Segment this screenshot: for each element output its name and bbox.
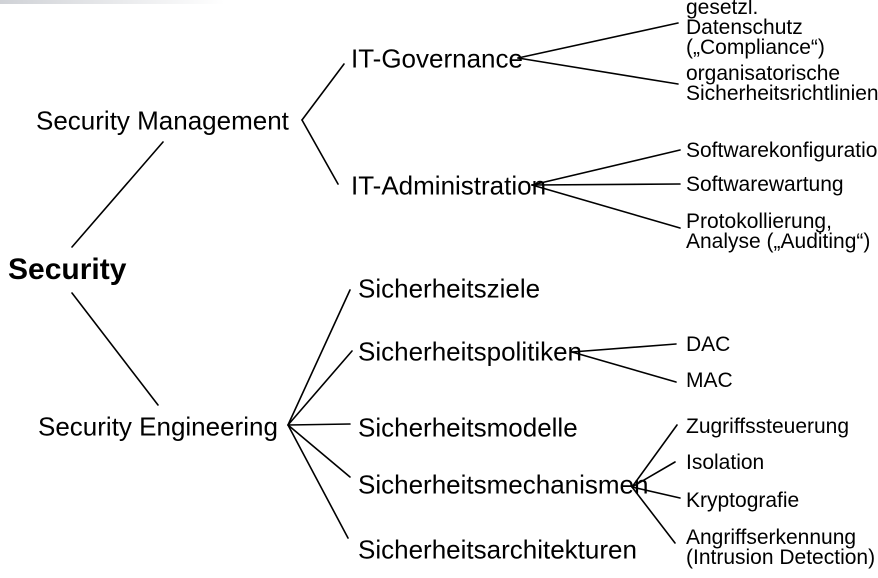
node-sicherheitsmodelle: Sicherheitsmodelle: [358, 412, 578, 443]
node-gesetzl-datenschutz-compliance: gesetzl. Datenschutz („Compliance“): [686, 0, 825, 59]
edge-mechanismen-to-angriffserkennung: [631, 486, 676, 544]
node-kryptografie: Kryptografie: [686, 489, 800, 512]
node-softwarewartung: Softwarewartung: [686, 173, 844, 196]
edge-politiken-to-dac: [571, 343, 677, 353]
node-security: Security: [8, 253, 127, 287]
node-zugriffssteuerung: Zugriffssteuerung: [686, 415, 850, 438]
node-sicherheitsmechanismen: Sicherheitsmechanismen: [358, 469, 649, 500]
node-security-management: Security Management: [36, 105, 289, 136]
edge-mechanismen-to-isolation: [631, 461, 676, 488]
node-organisatorische-sicherheitsrichtlinien: organisatorische Sicherheitsrichtlinien: [686, 62, 878, 105]
top-edge-scan-artifact: [0, 0, 225, 4]
node-it-administration: IT-Administration: [351, 170, 547, 201]
node-security-engineering: Security Engineering: [38, 411, 278, 442]
edge-engineering-to-politiken: [287, 350, 353, 426]
edge-governance-to-richtlinien: [517, 57, 679, 85]
edge-security-to-engineering: [71, 292, 159, 406]
node-isolation: Isolation: [686, 451, 765, 474]
edge-management-to-administration: [301, 119, 339, 185]
node-softwarekonfiguration: Softwarekonfiguration: [686, 139, 878, 162]
node-dac: DAC: [686, 333, 731, 356]
edge-management-to-governance: [301, 63, 345, 121]
node-sicherheitsarchitekturen: Sicherheitsarchitekturen: [358, 534, 637, 565]
edge-administration-to-wartung: [531, 183, 681, 186]
edge-engineering-to-architekturen: [287, 424, 349, 539]
edge-administration-to-protokollierung: [531, 184, 681, 229]
node-sicherheitsziele: Sicherheitsziele: [358, 273, 541, 304]
node-mac: MAC: [686, 369, 733, 392]
node-sicherheitspolitiken: Sicherheitspolitiken: [358, 336, 583, 367]
edge-engineering-to-ziele: [287, 289, 351, 426]
node-it-governance: IT-Governance: [351, 43, 523, 74]
edge-engineering-to-modelle: [287, 423, 351, 426]
edge-mechanismen-to-zugriffssteuerung: [631, 424, 678, 488]
edge-governance-to-datenschutz: [517, 22, 679, 59]
node-protokollierung-analyse-auditing: Protokollierung, Analyse („Auditing“): [686, 210, 871, 253]
edge-mechanismen-to-kryptografie: [631, 486, 681, 499]
edge-engineering-to-mechanismen: [287, 424, 351, 478]
edge-politiken-to-mac: [571, 351, 677, 383]
edge-security-to-management: [71, 141, 164, 248]
edge-administration-to-konfiguration: [531, 149, 681, 186]
node-angriffserkennung-intrusion-detection: Angriffserkennung (Intrusion Detection): [686, 526, 876, 569]
